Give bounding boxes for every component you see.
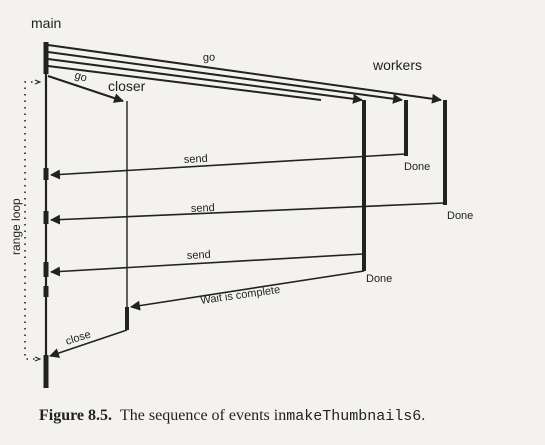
caption-text-before-code: The sequence of events in	[120, 407, 287, 424]
send-label-2: send	[191, 202, 215, 215]
caption-code: makeThumbnails6	[286, 407, 422, 425]
figure-caption: Figure 8.5. The sequence of events in ma…	[39, 404, 509, 428]
caption-text-after-code: .	[421, 407, 426, 424]
wait-complete-label: Wait is complete	[200, 284, 281, 307]
caption-label: Figure 8.5.	[39, 407, 113, 424]
main-label: main	[31, 15, 61, 31]
go-top-label: go	[203, 52, 216, 64]
send-label-3: send	[187, 249, 211, 262]
close-arrow	[49, 329, 128, 358]
range-loop-label: range loop	[9, 198, 23, 255]
closer-label: closer	[108, 78, 146, 94]
range-loop-bracket	[24, 79, 42, 362]
close-label: close	[64, 329, 92, 348]
wait-complete-arrow	[130, 270, 365, 311]
done-label-2: Done	[447, 210, 473, 222]
workers-label: workers	[372, 57, 422, 73]
go-left-label: go	[73, 69, 88, 84]
go-worker-arrows	[47, 44, 442, 104]
worker-lifelines	[362, 100, 447, 271]
done-label-1: Done	[404, 161, 430, 173]
send-arrows	[50, 153, 445, 277]
send-label-1: send	[184, 153, 208, 166]
go-closer-arrow	[47, 75, 124, 103]
done-label-3: Done	[366, 273, 392, 285]
